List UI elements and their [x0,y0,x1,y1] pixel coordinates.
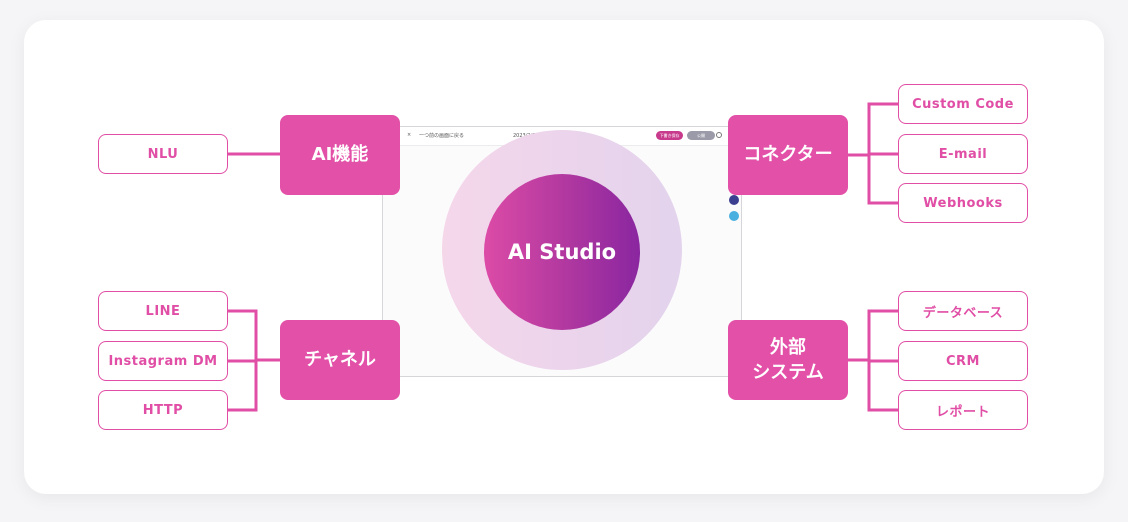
hub-connector: コネクター [728,115,848,195]
hub-ai-label: AI機能 [311,144,369,166]
hub-channel-label: チャネル [304,349,376,371]
close-icon[interactable]: × [407,132,412,138]
leaf-line: LINE [98,291,228,331]
line-external-bracket [848,309,898,412]
center-label: AI Studio [507,240,617,264]
hub-connector-label: コネクター [743,144,833,166]
leaf-custom-code: Custom Code [898,84,1028,124]
hub-external-line1: 外部 [770,336,806,358]
save-draft-button[interactable]: 下書き保存 [656,131,683,140]
publish-button[interactable]: 公開 [687,131,715,140]
leaf-nlu: NLU [98,134,228,174]
leaf-http: HTTP [98,390,228,430]
help-icon[interactable] [716,132,722,138]
hub-external: 外部 システム [728,320,848,400]
leaf-database: データベース [898,291,1028,331]
hub-external-line2: システム [752,362,824,383]
side-toggle-icon[interactable] [729,195,739,205]
line-channel-bracket [228,309,280,412]
hub-ai: AI機能 [280,115,400,195]
back-link[interactable]: 一つ前の画面に戻る [419,133,465,139]
leaf-email: E-mail [898,134,1028,174]
leaf-instagram-dm: Instagram DM [98,341,228,381]
leaf-webhooks: Webhooks [898,183,1028,223]
center-node: AI Studio [484,174,640,330]
line-connector-bracket [848,102,898,205]
leaf-report: レポート [898,390,1028,430]
share-icon[interactable] [729,211,739,221]
hub-channel: チャネル [280,320,400,400]
leaf-crm: CRM [898,341,1028,381]
